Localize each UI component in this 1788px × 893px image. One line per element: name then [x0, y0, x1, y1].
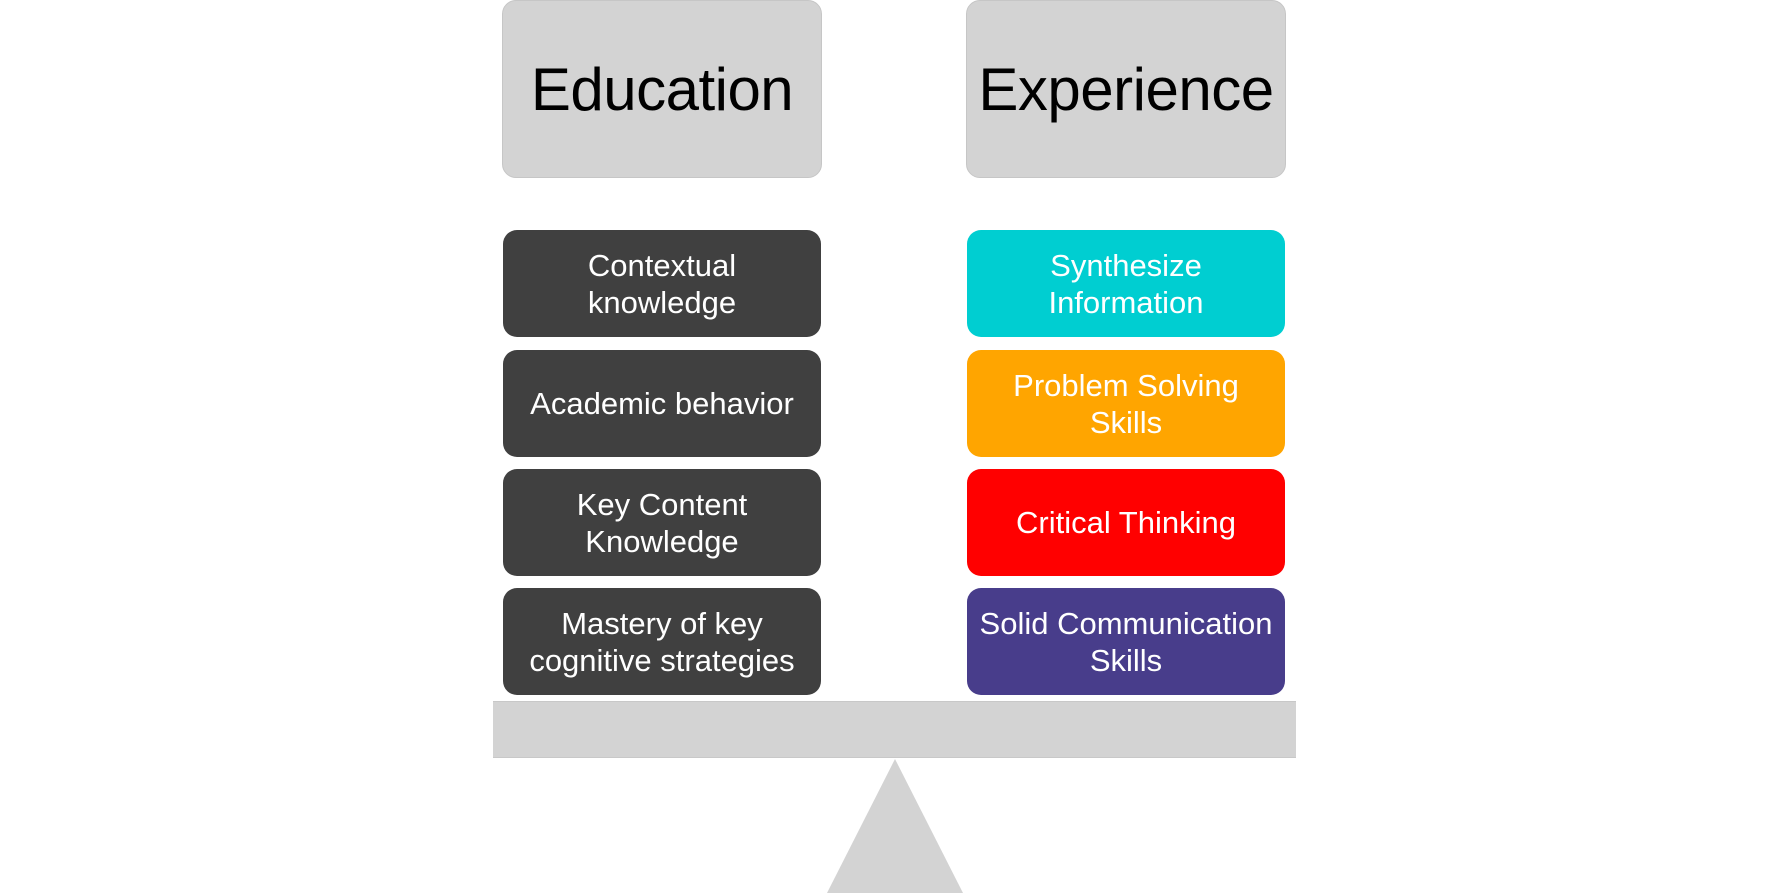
education-item-cognitive-strategies: Mastery of key cognitive strategies — [503, 588, 821, 695]
experience-item-problem-solving: Problem Solving Skills — [967, 350, 1285, 457]
education-item-key-content-knowledge: Key Content Knowledge — [503, 469, 821, 576]
experience-item-critical-thinking: Critical Thinking — [967, 469, 1285, 576]
education-item-contextual-knowledge: Contextual knowledge — [503, 230, 821, 337]
fulcrum-shape — [827, 759, 963, 893]
experience-item-synthesize-information: Synthesize Information — [967, 230, 1285, 337]
education-header: Education — [502, 0, 822, 178]
experience-header: Experience — [966, 0, 1286, 178]
experience-item-communication: Solid Communication Skills — [967, 588, 1285, 695]
balance-beam — [493, 701, 1296, 758]
fulcrum-triangle — [827, 759, 963, 893]
education-item-academic-behavior: Academic behavior — [503, 350, 821, 457]
